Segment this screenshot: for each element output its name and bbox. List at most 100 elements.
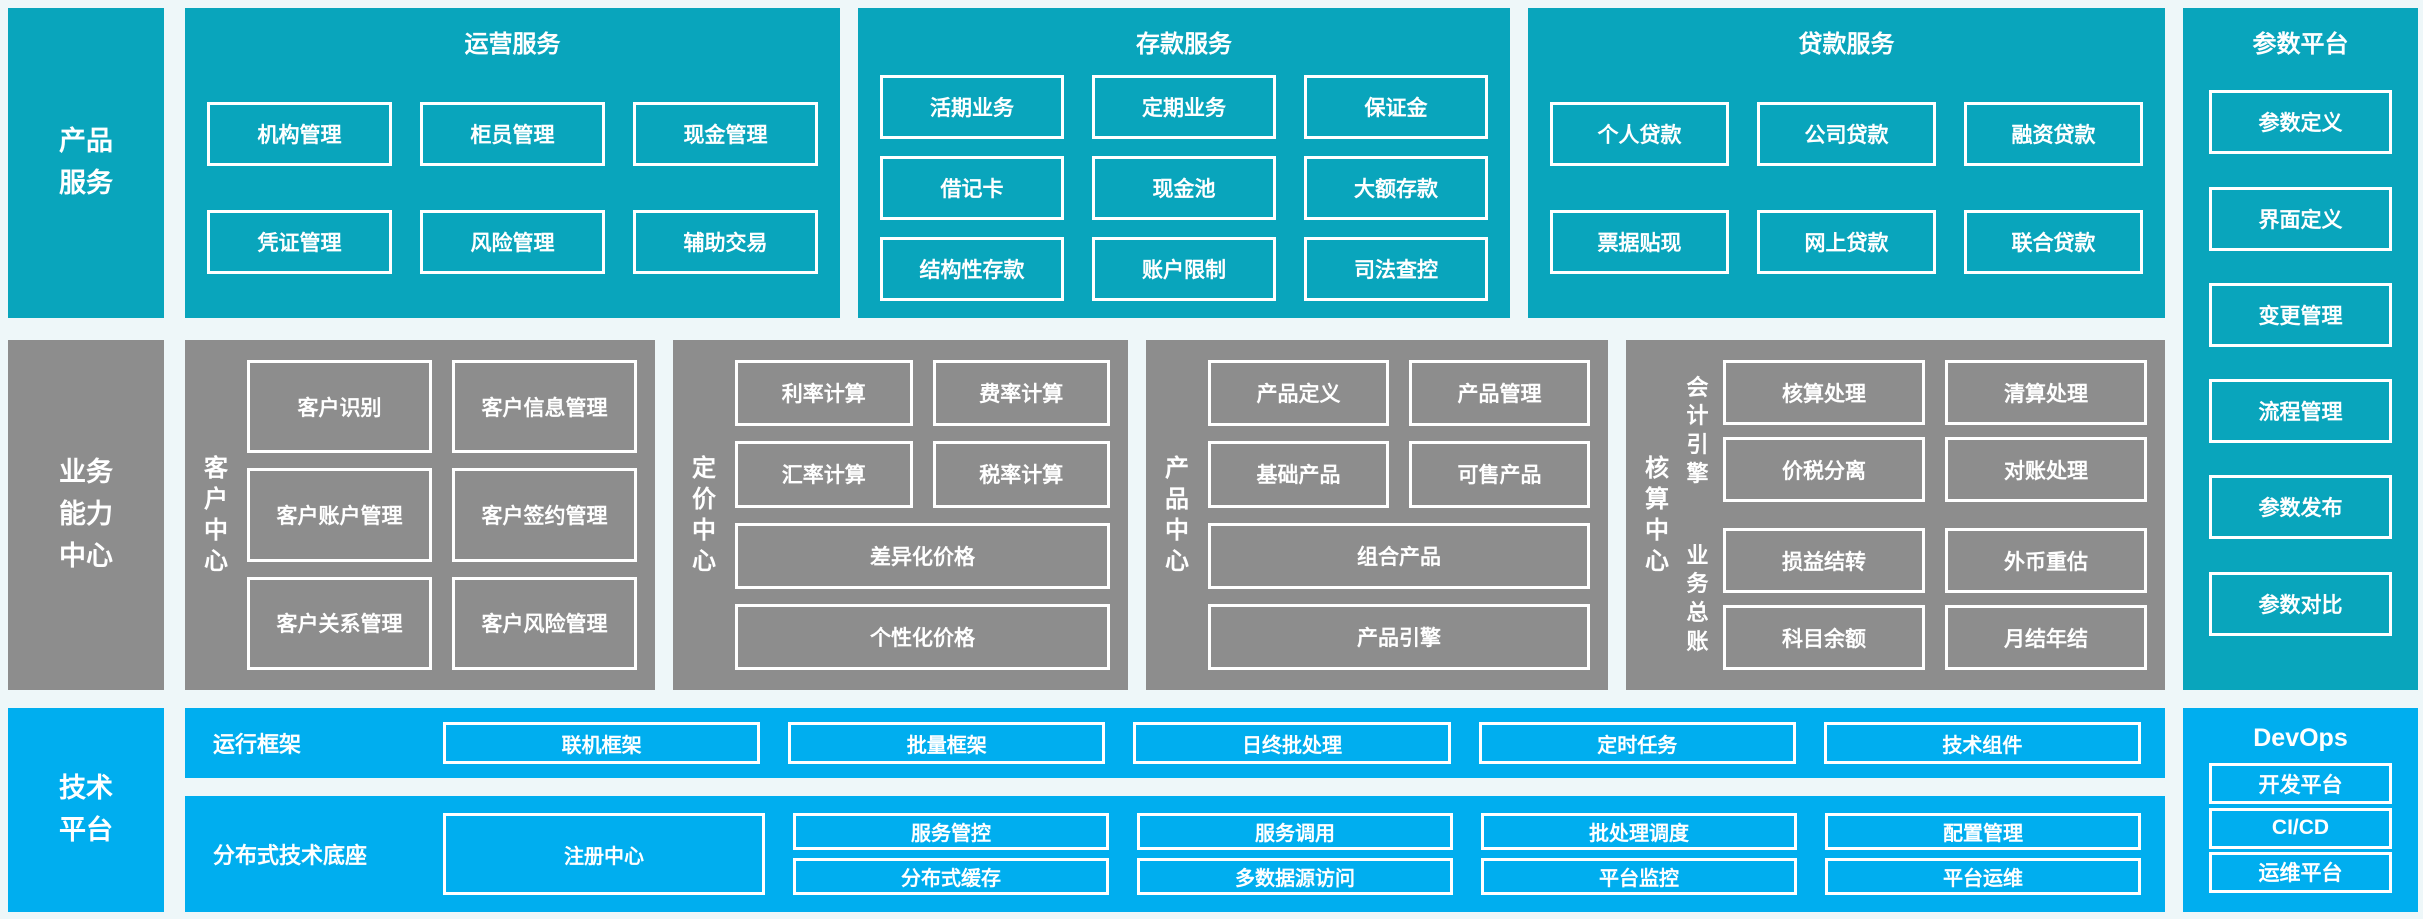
distributed-column: 批处理调度 平台监控 — [1481, 813, 1797, 895]
module-box: 票据贴现 — [1550, 210, 1729, 274]
center-label: 定价中心 — [692, 454, 716, 576]
rail-product-services-label: 产品 服务 — [59, 126, 113, 198]
module-box: 对账处理 — [1945, 437, 2147, 502]
module-box: 运维平台 — [2209, 851, 2392, 893]
pricing-cells: 利率计算 费率计算 汇率计算 税率计算 差异化价格 个性化价格 — [735, 360, 1110, 670]
module-box: 现金管理 — [633, 102, 818, 166]
operations-cells: 机构管理 柜员管理 现金管理 凭证管理 风险管理 辅助交易 — [185, 58, 840, 318]
module-box: 损益结转 — [1723, 528, 1925, 593]
module-box: 汇率计算 — [735, 441, 913, 508]
section-loan-services: 贷款服务 个人贷款 公司贷款 融资贷款 票据贴现 网上贷款 联合贷款 — [1528, 8, 2165, 318]
product-cells: 产品定义 产品管理 基础产品 可售产品 组合产品 产品引擎 — [1208, 360, 1590, 670]
distributed-column: 配置管理 平台运维 — [1825, 813, 2141, 895]
module-box: 可售产品 — [1409, 441, 1590, 508]
module-box: 公司贷款 — [1757, 102, 1936, 166]
accounting-engine-group: 会计引擎 核算处理 清算处理 价税分离 对账处理 — [1684, 360, 2147, 502]
module-box: 定期业务 — [1092, 75, 1276, 139]
band-distributed-tech-base: 分布式技术底座 注册中心 服务管控 分布式缓存 服务调用 多数据源访问 批处理调… — [185, 796, 2165, 912]
center-label: 客户中心 — [204, 454, 228, 576]
module-box: 服务管控 — [793, 813, 1109, 850]
section-parameter-platform: 参数平台 参数定义 界面定义 变更管理 流程管理 参数发布 参数对比 — [2183, 8, 2418, 690]
distributed-cells: 注册中心 服务管控 分布式缓存 服务调用 多数据源访问 批处理调度 平台监控 配… — [443, 796, 2141, 912]
module-box: 配置管理 — [1825, 813, 2141, 850]
business-ledger-group: 业务总账 损益结转 外币重估 科目余额 月结年结 — [1684, 528, 2147, 670]
module-box: 大额存款 — [1304, 156, 1488, 220]
panel-product-center: 产品中心 产品定义 产品管理 基础产品 可售产品 组合产品 产品引擎 — [1146, 340, 1608, 690]
module-box: 注册中心 — [443, 813, 765, 895]
runtime-cells: 联机框架 批量框架 日终批处理 定时任务 技术组件 — [443, 722, 2142, 764]
rail-tech-label: 技术 平台 — [59, 773, 113, 845]
devops-cells: 开发平台 CI/CD 运维平台 — [2209, 760, 2392, 896]
panel-accounting-center: 核算中心 会计引擎 核算处理 清算处理 价税分离 对账处理 业务总账 损益结转 … — [1626, 340, 2165, 690]
rail-business-label: 业务 能力 中心 — [59, 457, 113, 571]
module-box: 参数定义 — [2209, 90, 2392, 155]
module-box: 活期业务 — [880, 75, 1064, 139]
module-box: 融资贷款 — [1964, 102, 2143, 166]
module-box: 联机框架 — [443, 722, 761, 764]
module-box: 网上贷款 — [1757, 210, 1936, 274]
module-box: 清算处理 — [1945, 360, 2147, 425]
center-label: 产品中心 — [1165, 454, 1189, 576]
module-box: 参数发布 — [2209, 475, 2392, 540]
module-box: 风险管理 — [420, 210, 605, 274]
band-label: 分布式技术底座 — [213, 843, 368, 868]
rail-technology-platform: 技术 平台 — [8, 708, 164, 912]
group-label: 业务总账 — [1686, 542, 1709, 654]
module-box: 结构性存款 — [880, 237, 1064, 301]
module-box: CI/CD — [2209, 807, 2392, 849]
module-box: 费率计算 — [932, 360, 1110, 427]
module-box: 借记卡 — [880, 156, 1064, 220]
panel-customer-center: 客户中心 客户识别 客户信息管理 客户账户管理 客户签约管理 客户关系管理 客户… — [185, 340, 655, 690]
module-box: 辅助交易 — [633, 210, 818, 274]
accounting-groups: 会计引擎 核算处理 清算处理 价税分离 对账处理 业务总账 损益结转 外币重估 … — [1684, 360, 2147, 670]
module-box: 产品管理 — [1409, 360, 1590, 427]
module-box: 客户账户管理 — [247, 468, 432, 562]
module-box: 平台运维 — [1825, 858, 2141, 895]
deposit-cells: 活期业务 定期业务 保证金 借记卡 现金池 大额存款 结构性存款 账户限制 司法… — [858, 58, 1510, 318]
module-box: 分布式缓存 — [793, 858, 1109, 895]
module-box: 客户关系管理 — [247, 576, 432, 670]
accounting-engine-cells: 核算处理 清算处理 价税分离 对账处理 — [1723, 360, 2147, 502]
module-box: 保证金 — [1304, 75, 1488, 139]
module-box: 技术组件 — [1823, 722, 2142, 764]
business-ledger-cells: 损益结转 外币重估 科目余额 月结年结 — [1723, 528, 2147, 670]
module-box: 界面定义 — [2209, 186, 2392, 251]
module-box: 平台监控 — [1481, 858, 1797, 895]
module-box: 外币重估 — [1945, 528, 2147, 593]
band-runtime-framework: 运行框架 联机框架 批量框架 日终批处理 定时任务 技术组件 — [185, 708, 2165, 778]
module-box: 个性化价格 — [735, 603, 1110, 670]
section-deposit-services: 存款服务 活期业务 定期业务 保证金 借记卡 现金池 大额存款 结构性存款 账户… — [858, 8, 1510, 318]
loan-cells: 个人贷款 公司贷款 融资贷款 票据贴现 网上贷款 联合贷款 — [1528, 58, 2165, 318]
module-box: 税率计算 — [932, 441, 1110, 508]
parameter-cells: 参数定义 界面定义 变更管理 流程管理 参数发布 参数对比 — [2183, 58, 2418, 690]
section-title: 存款服务 — [1136, 31, 1232, 58]
module-box: 凭证管理 — [207, 210, 392, 274]
module-box: 联合贷款 — [1964, 210, 2143, 274]
distributed-column: 服务管控 分布式缓存 — [793, 813, 1109, 895]
module-box: 参数对比 — [2209, 571, 2392, 636]
section-devops: DevOps 开发平台 CI/CD 运维平台 — [2183, 708, 2418, 912]
module-box: 客户识别 — [247, 360, 432, 454]
section-title: 运营服务 — [464, 31, 561, 58]
group-label: 会计引擎 — [1686, 374, 1709, 486]
module-box: 价税分离 — [1723, 437, 1925, 502]
rail-business-capability-center: 业务 能力 中心 — [8, 340, 164, 690]
module-box: 差异化价格 — [735, 522, 1110, 589]
module-box: 机构管理 — [207, 102, 392, 166]
module-box: 客户风险管理 — [452, 576, 637, 670]
customer-cells: 客户识别 客户信息管理 客户账户管理 客户签约管理 客户关系管理 客户风险管理 — [247, 360, 637, 670]
section-title: 贷款服务 — [1798, 31, 1895, 58]
module-box: 客户信息管理 — [452, 360, 637, 454]
module-box: 变更管理 — [2209, 282, 2392, 347]
module-box: 司法查控 — [1304, 237, 1488, 301]
module-box: 月结年结 — [1945, 605, 2147, 670]
distributed-column: 服务调用 多数据源访问 — [1137, 813, 1453, 895]
rail-product-services: 产品 服务 — [8, 8, 164, 318]
module-box: 定时任务 — [1478, 722, 1796, 764]
band-label: 运行框架 — [213, 732, 302, 757]
module-box: 开发平台 — [2209, 763, 2392, 805]
module-box: 核算处理 — [1723, 360, 1925, 425]
module-box: 流程管理 — [2209, 379, 2392, 444]
module-box: 批量框架 — [788, 722, 1106, 764]
